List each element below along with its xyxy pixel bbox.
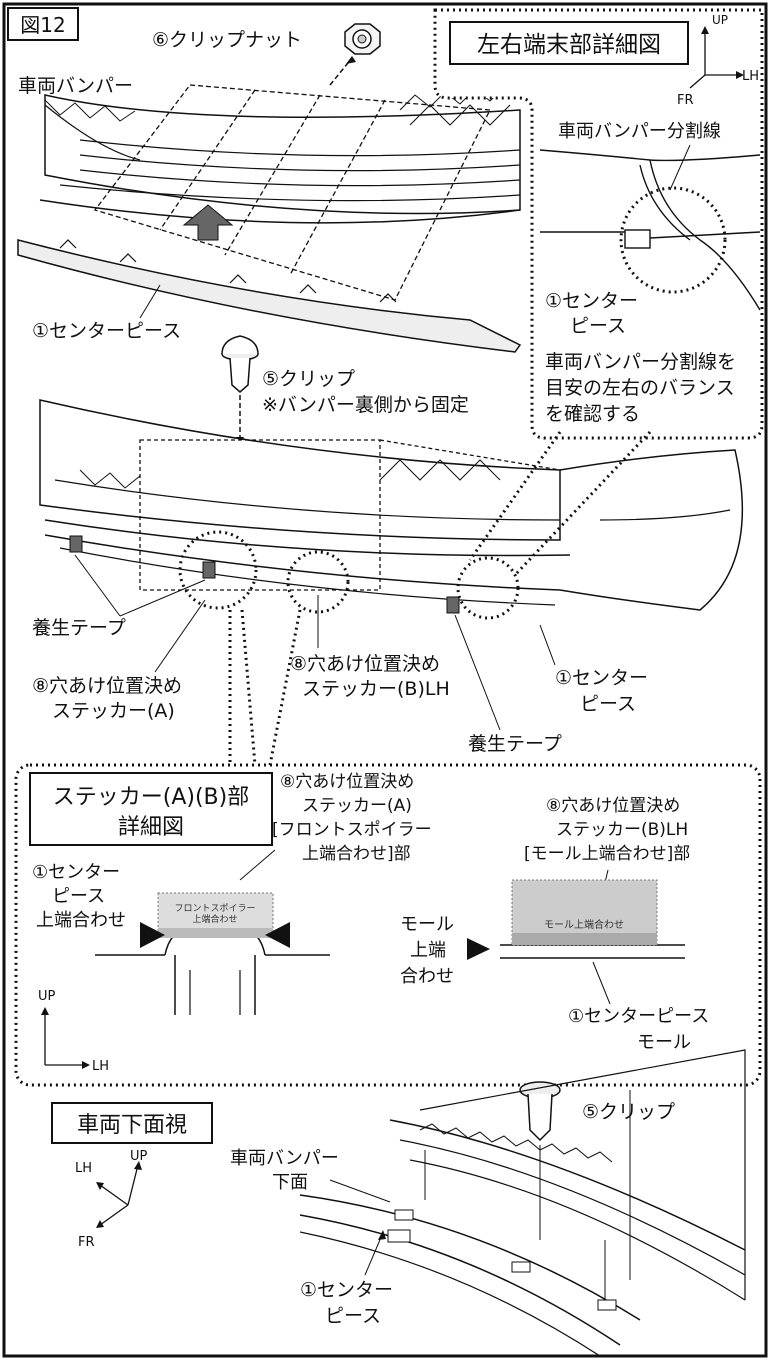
- axis-lh-label-2: LH: [92, 1059, 109, 1074]
- axis-indicator-bottom: [99, 1164, 139, 1226]
- sticker-b-print: モール上端合わせ: [544, 918, 624, 931]
- figure-label-box: 図12: [7, 7, 79, 41]
- center-piece-part-top: [17, 239, 522, 353]
- sticker-detail-title-1: ステッカー(A)(B)部: [53, 785, 249, 810]
- det-a-label-4: 上端合わせ]部: [302, 844, 411, 864]
- lr-detail-callout: [433, 8, 764, 440]
- lr-detail-connector: [468, 431, 562, 561]
- upper-grille-illustration: [39, 85, 521, 224]
- sticker-a-print-2: 上端合わせ: [192, 913, 237, 925]
- lr-note-line-3: を確認する: [545, 403, 640, 425]
- det-b-label-1: ⑧穴あけ位置決め: [546, 796, 680, 816]
- insert-direction-arrow: [182, 204, 234, 241]
- right-end-focus-circle: [456, 556, 520, 620]
- lr-detail-title-box: 左右端末部詳細図: [449, 21, 689, 65]
- axis-indicator-top: [689, 30, 740, 89]
- lr-center-piece-label-1: ①センター: [545, 290, 638, 312]
- det-a-label-3: [フロントスポイラー: [272, 820, 432, 840]
- align-cp-label-1: ①センター: [32, 862, 120, 883]
- mall-label-1: モール: [400, 914, 454, 935]
- lr-detail-focus-circle: [619, 186, 727, 294]
- align-cp-label-3: 上端合わせ: [36, 910, 126, 931]
- lr-detail-illustration: [539, 149, 761, 311]
- clip-nut-label: ⑥クリップナット: [152, 29, 302, 51]
- underside-illustration: [299, 1049, 746, 1357]
- det-a-label-1: ⑧穴あけ位置決め: [280, 772, 414, 792]
- center-piece-right-label-1: ①センター: [555, 667, 648, 689]
- sticker-b-label-1: ⑧穴あけ位置決め: [290, 653, 440, 675]
- axis-lh-label-3: LH: [75, 1161, 92, 1176]
- clip-note-label: ※バンパー裏側から固定: [262, 394, 469, 416]
- axis-up-label-3: UP: [130, 1149, 148, 1164]
- underside-title: 車両下面視: [77, 1113, 187, 1138]
- sticker-a-label-1: ⑧穴あけ位置決め: [32, 675, 182, 697]
- middle-bumper-illustration: [39, 399, 744, 614]
- under-cp-label-2: ピース: [325, 1305, 381, 1327]
- projection-lines-top: [93, 84, 492, 301]
- clip-icon: [221, 335, 259, 393]
- sticker-detail-callout: [14, 763, 762, 1087]
- middle-dashed-region: [139, 439, 381, 591]
- sticker-b-detail-illustration: モール上端合わせ: [467, 879, 685, 960]
- clip-nut-icon: [344, 23, 381, 55]
- center-piece-label: ①センターピース: [32, 320, 181, 342]
- figure-label: 図12: [20, 13, 65, 37]
- sticker-b-label-2: ステッカー(B)LH: [302, 678, 450, 700]
- under-cp-label-1: ①センター: [300, 1279, 393, 1301]
- sticker-detail-title-box: ステッカー(A)(B)部 詳細図: [29, 772, 273, 846]
- center-piece-leader: [139, 284, 161, 319]
- sticker-detail-connectors: [228, 609, 302, 766]
- axis-up-label: UP: [712, 13, 728, 27]
- clip-label: ⑤クリップ: [262, 368, 355, 390]
- underside-title-box: 車両下面視: [51, 1102, 213, 1144]
- sticker-a-print-1: フロントスポイラー: [174, 903, 255, 914]
- mall-label-2: 上端: [410, 940, 446, 961]
- cp-mall-label-2: モール: [637, 1032, 691, 1053]
- sticker-a-detail-illustration: フロントスポイラー 上端合わせ: [95, 892, 330, 1015]
- sticker-b-focus-circle: [286, 550, 350, 614]
- center-piece-right-label-2: ピース: [580, 693, 636, 715]
- det-a-label-2: ステッカー(A): [302, 796, 412, 816]
- under-bumper-label-2: 下面: [272, 1172, 308, 1193]
- det-b-label-2: ステッカー(B)LH: [556, 820, 688, 840]
- lr-center-piece-label-2: ピース: [570, 315, 626, 337]
- axis-up-label-2: UP: [38, 989, 56, 1004]
- mall-label-3: 合わせ: [400, 966, 454, 987]
- bumper-split-line-label: 車両バンパー分割線: [558, 121, 721, 142]
- sticker-a-focus-circle: [178, 530, 258, 610]
- under-bumper-label-1: 車両バンパー: [230, 1148, 339, 1169]
- sticker-detail-title-2: 詳細図: [118, 815, 184, 840]
- align-cp-label-2: ピース: [52, 886, 105, 907]
- axis-lh-label: LH: [742, 69, 759, 84]
- vehicle-bumper-label: 車両バンパー: [18, 75, 133, 97]
- clip-nut-leader: [329, 57, 353, 86]
- sticker-a-label-2: ステッカー(A): [52, 700, 175, 722]
- axis-indicator-middle: [44, 1012, 85, 1066]
- protect-tape-label: 養生テープ: [32, 617, 126, 639]
- lr-note-line-2: 目安の左右のバランス: [545, 377, 735, 399]
- protect-tape-label-2: 養生テープ: [468, 733, 562, 755]
- under-clip-label: ⑤クリップ: [582, 1101, 675, 1123]
- lr-note-line-1: 車両バンパー分割線を: [545, 351, 736, 373]
- det-b-label-3: [モール上端合わせ]部: [524, 844, 690, 864]
- axis-fr-label: FR: [677, 93, 694, 108]
- lr-detail-title: 左右端末部詳細図: [477, 32, 661, 58]
- axis-fr-label-3: FR: [78, 1235, 95, 1250]
- cp-mall-label-1: ①センターピース: [568, 1006, 709, 1027]
- split-line-leader: [669, 144, 691, 191]
